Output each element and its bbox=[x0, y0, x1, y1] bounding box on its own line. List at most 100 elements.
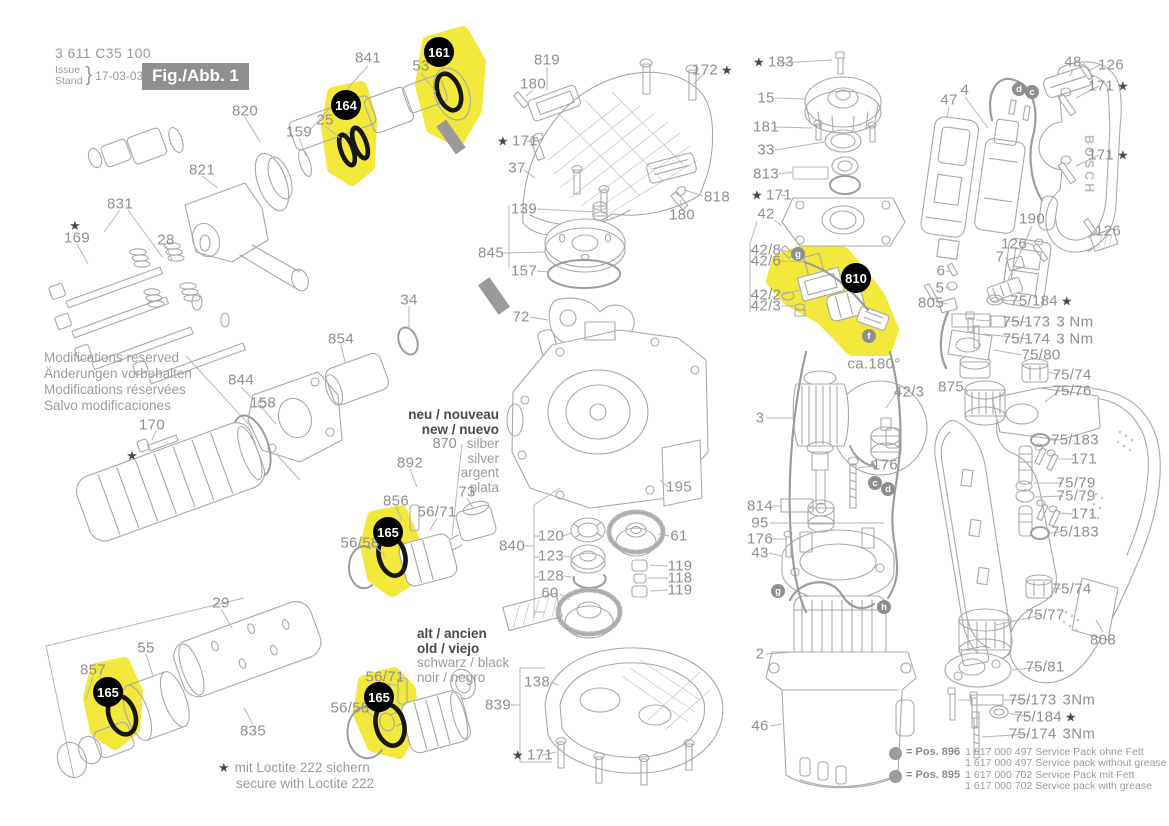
connector-letter-g: g bbox=[771, 584, 785, 598]
part-label-42/2: 42/2 bbox=[750, 286, 782, 304]
part-label-844: 844 bbox=[228, 371, 254, 389]
part-label-819: 819 bbox=[534, 51, 560, 69]
modifications-line: Änderungen vorbehalten bbox=[44, 366, 192, 381]
issue-label: Issue bbox=[55, 63, 81, 76]
part-label-171: ★171 bbox=[497, 132, 538, 150]
legend-entry-895: = Pos. 895 1 617 000 702 Service Pack mi… bbox=[889, 770, 1152, 792]
part-label-123: 123 bbox=[538, 547, 564, 565]
part-label-95: 95 bbox=[751, 514, 769, 532]
part-label-171: ★171 bbox=[512, 746, 553, 764]
loctite-line: secure with Loctite 222 bbox=[236, 776, 375, 791]
part-label-56/58: 56/58 bbox=[330, 699, 370, 717]
connector-letter-d: d bbox=[1012, 82, 1026, 96]
highlight-badge-165: 165 bbox=[373, 517, 403, 547]
part-label-171: 171 bbox=[1071, 505, 1097, 523]
part-label-171: 171★ bbox=[1088, 146, 1129, 164]
figure-label: Fig./Abb. 1 bbox=[142, 63, 249, 90]
part-label-840: 840 bbox=[499, 537, 525, 555]
part-label-845: 845 bbox=[478, 244, 504, 262]
part-label-75/81: 75/81 bbox=[1025, 658, 1065, 676]
connector-letter-d: d bbox=[881, 482, 895, 496]
highlight-badge-165: 165 bbox=[93, 677, 123, 707]
highlight-badge-810: 810 bbox=[841, 263, 871, 293]
part-label-821: 821 bbox=[189, 161, 215, 179]
part-label-53: 53 bbox=[412, 57, 430, 75]
part-label-171: 171 bbox=[1071, 450, 1097, 468]
part-label-126: 126 bbox=[1095, 222, 1121, 240]
part-label-3: 3 bbox=[755, 409, 765, 427]
connector-letter-h: h bbox=[877, 600, 891, 614]
highlight-badge-161: 161 bbox=[424, 37, 454, 67]
part-label-857: 857 bbox=[80, 661, 106, 679]
loctite-line: mit Loctite 222 sichern bbox=[234, 760, 370, 775]
highlight-badge-165: 165 bbox=[364, 682, 394, 712]
old-note-line: alt / ancien bbox=[417, 626, 487, 641]
part-label-169: 169 bbox=[64, 229, 90, 247]
color-line: plata bbox=[469, 479, 499, 495]
part-label-75/79: 75/79 bbox=[1056, 474, 1096, 492]
part-label-181: 181 bbox=[753, 118, 779, 136]
loctite-note: ★ mit Loctite 222 sichern secure with Loc… bbox=[218, 760, 374, 792]
legend-entry-896: = Pos. 896 1 617 000 497 Service Pack oh… bbox=[889, 747, 1167, 769]
part-label-892: 892 bbox=[397, 454, 423, 472]
part-label-875: 875 bbox=[938, 378, 964, 396]
part-label-75/74: 75/74 bbox=[1052, 580, 1092, 598]
highlight-badge-164: 164 bbox=[331, 90, 361, 120]
old-note-line: old / viejo bbox=[417, 640, 480, 656]
part-label-15: 15 bbox=[757, 89, 775, 107]
star-marker: ★ bbox=[69, 218, 81, 233]
part-label-139: 139 bbox=[511, 200, 537, 218]
star-icon: ★ bbox=[218, 760, 230, 775]
legend-line: 1 617 000 702 Service pack with grease bbox=[965, 780, 1152, 792]
part-label-119: 119 bbox=[667, 581, 693, 599]
title-block: 3 611 C35 100 Issue Stand } 17-03-03 bbox=[55, 45, 151, 87]
part-label-56/71: 56/71 bbox=[417, 503, 457, 521]
part-label-46: 46 bbox=[751, 717, 769, 735]
part-label-42/6: 42/6 bbox=[750, 252, 782, 270]
part-label-56/71: 56/71 bbox=[365, 668, 405, 686]
new-note-line: neu / nouveau bbox=[408, 407, 499, 422]
part-label-34: 34 bbox=[400, 291, 418, 309]
part-label-176: 176 bbox=[872, 456, 898, 474]
part-label-190: 190 bbox=[1019, 210, 1045, 228]
part-label-33: 33 bbox=[757, 141, 775, 159]
legend-pos: = Pos. 895 bbox=[906, 769, 961, 781]
connector-letter-g: g bbox=[791, 247, 805, 261]
part-label-75/77: 75/77 bbox=[1025, 606, 1065, 624]
part-label-75/184: 75/184★ bbox=[1014, 708, 1077, 726]
part-label-128: 128 bbox=[538, 567, 564, 585]
part-label-73: 73 bbox=[458, 483, 476, 501]
color-line: schwarz / black bbox=[417, 655, 510, 670]
part-label-138: 138 bbox=[524, 673, 550, 691]
legend-line: 1 617 000 497 Service Pack ohne Fett bbox=[965, 746, 1144, 758]
modifications-line: Salvo modificaciones bbox=[44, 398, 171, 413]
part-label-180: 180 bbox=[520, 75, 546, 93]
legend-dot-icon bbox=[889, 770, 902, 783]
part-label-171: 171★ bbox=[1088, 77, 1129, 95]
part-label-61: 61 bbox=[670, 527, 688, 545]
part-label-25: 25 bbox=[316, 111, 334, 129]
part-label-5: 5 bbox=[935, 279, 945, 297]
issue-date: 17-03-03 bbox=[95, 68, 144, 83]
part-label-42/3: 42/3 bbox=[893, 383, 925, 401]
legend-dot-icon bbox=[889, 747, 902, 760]
part-label-172: 172★ bbox=[692, 61, 733, 79]
part-label-195: 195 bbox=[666, 478, 692, 496]
part-label-170: 170 bbox=[139, 416, 165, 434]
part-label-2: 2 bbox=[755, 645, 765, 663]
color-line: noir / negro bbox=[417, 669, 486, 685]
part-label-856: 856 bbox=[383, 492, 409, 510]
color-line: silber bbox=[466, 436, 499, 451]
new-note-line: new / nuevo bbox=[421, 421, 499, 437]
part-label-4: 4 bbox=[960, 81, 970, 99]
part-label-831: 831 bbox=[107, 195, 133, 213]
legend-pos: = Pos. 896 bbox=[906, 746, 961, 758]
part-label-75/184: 75/184★ bbox=[1010, 292, 1073, 310]
